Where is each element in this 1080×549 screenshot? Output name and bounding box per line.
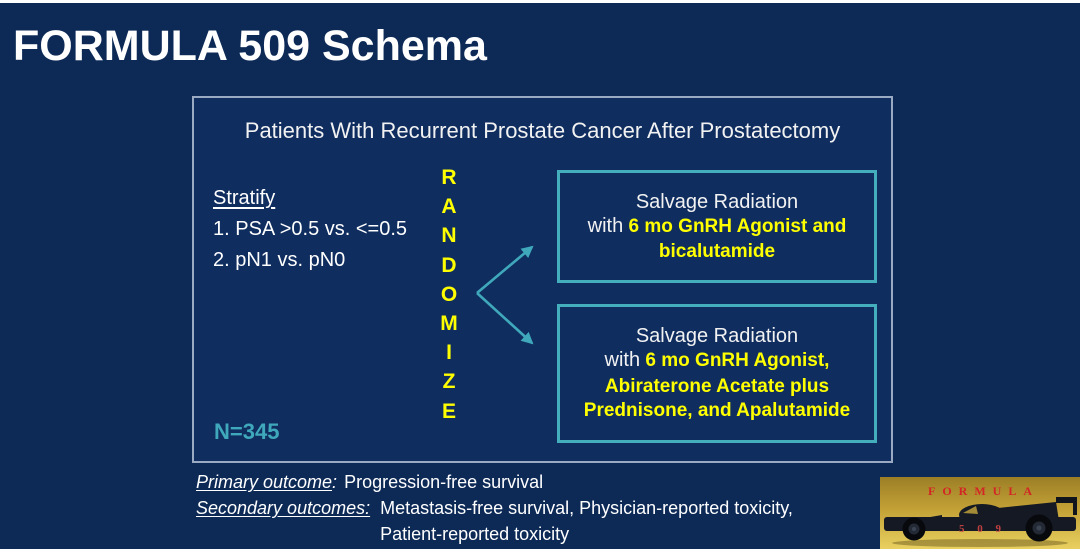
stratify-item-psa: 1. PSA >0.5 vs. <=0.5 <box>213 218 408 240</box>
randomize-letter: O <box>440 282 458 306</box>
primary-outcome-value: Progression-free survival <box>344 472 544 492</box>
randomize-letter: M <box>440 312 458 336</box>
randomize-letter: I <box>446 341 452 365</box>
randomize-letter: Z <box>442 370 456 394</box>
schema-outer-box <box>192 96 893 463</box>
sample-size-label: N=345 <box>214 419 280 444</box>
arm-line: Salvage Radiation <box>635 190 799 213</box>
secondary-outcomes-values: Metastasis-free survival, Physician-repo… <box>380 495 793 547</box>
secondary-outcomes-row: Secondary outcomes: Metastasis-free surv… <box>196 495 793 547</box>
race-car-icon <box>884 497 1077 547</box>
arm-line-highlight: 6 mo GnRH Agonist, <box>645 350 830 371</box>
outcomes-block: Primary outcome: Progression-free surviva… <box>196 469 793 547</box>
secondary-outcomes-label: Secondary outcomes: <box>196 498 371 518</box>
arm-line-highlight: bicalutamide <box>658 240 776 262</box>
secondary-outcomes-value-line: Metastasis-free survival, Physician-repo… <box>380 498 793 518</box>
top-edge-strip <box>0 0 1080 3</box>
arm-line: Salvage Radiation <box>635 324 799 347</box>
randomize-letter: D <box>441 253 457 277</box>
logo-number-text: 5 0 9 <box>959 523 1006 535</box>
stratify-block: Stratify 1. PSA >0.5 vs. <=0.5 2. pN1 vs… <box>213 183 407 276</box>
formula509-logo: FORMULA 5 0 9 <box>880 477 1080 549</box>
population-heading: Patients With Recurrent Prostate Cancer … <box>244 118 841 143</box>
randomize-letter: R <box>441 166 457 189</box>
randomize-vertical-label: R A N D O M I Z E <box>434 163 464 426</box>
primary-outcome-label: Primary outcome <box>196 472 333 492</box>
randomize-letter: E <box>441 399 456 423</box>
stratify-item-pn: 2. pN1 vs. pN0 <box>213 249 346 271</box>
slide-title: FORMULA 509 Schema <box>13 22 487 70</box>
stratify-heading: Stratify <box>213 187 276 209</box>
logo-brand-text: FORMULA <box>928 484 1039 498</box>
arm-line-highlight: Abiraterone Acetate plus <box>604 375 830 397</box>
arm-line-prefix: with <box>587 214 624 237</box>
secondary-outcomes-value-line: Patient-reported toxicity <box>380 524 570 544</box>
arm-line-highlight: Prednisone, and Apalutamide <box>583 400 851 421</box>
arm-line-highlight: 6 mo GnRH Agonist and <box>628 215 847 237</box>
arm-line-prefix: with <box>604 349 641 371</box>
randomize-letter: N <box>441 224 457 248</box>
randomize-arrows-icon <box>476 245 534 345</box>
randomize-letter: A <box>441 195 457 219</box>
primary-outcome-colon: : <box>332 472 338 492</box>
primary-outcome-row: Primary outcome: Progression-free surviva… <box>196 469 793 495</box>
